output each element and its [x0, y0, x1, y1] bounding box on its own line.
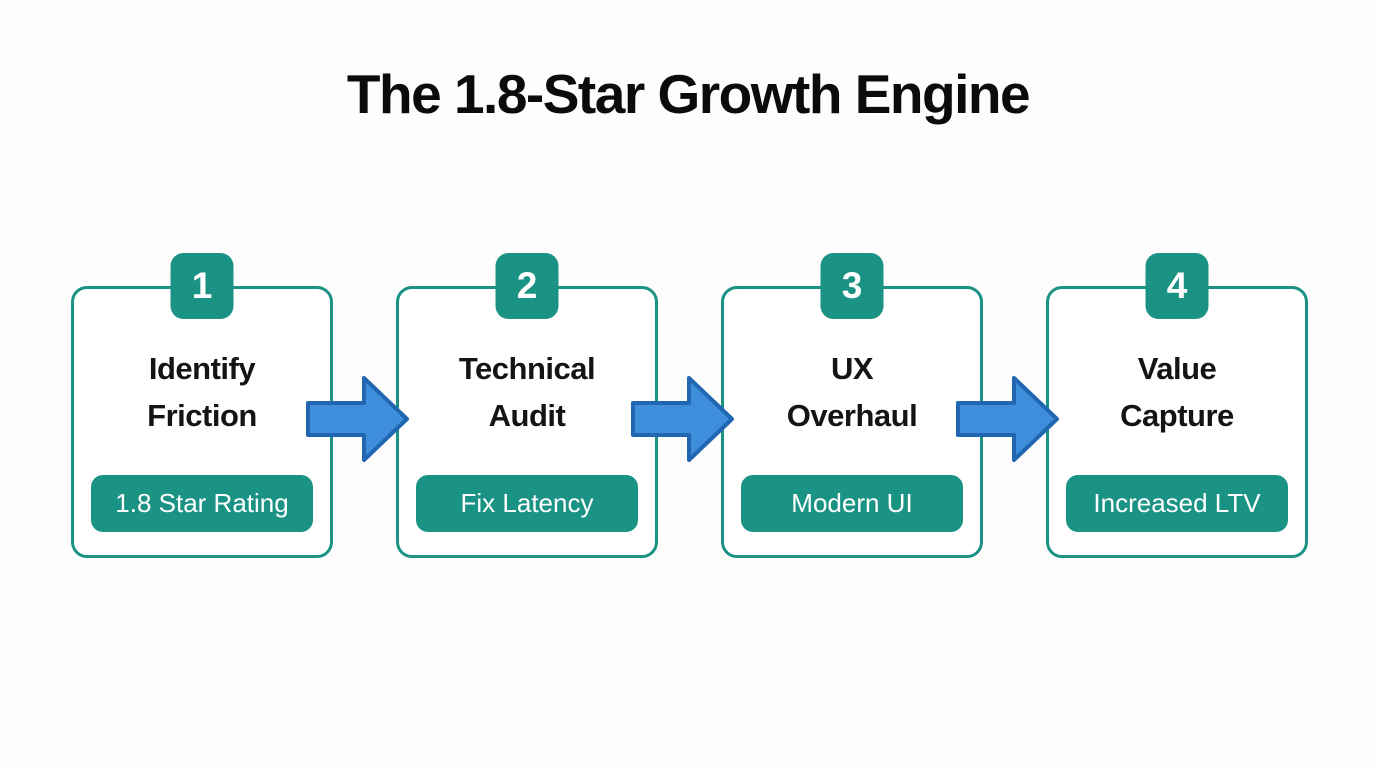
- step-number-badge: 3: [820, 253, 884, 319]
- step-number-badge: 1: [170, 253, 234, 319]
- step-title-line: UX: [830, 351, 874, 386]
- page-title: The 1.8-Star Growth Engine: [346, 63, 1031, 125]
- step-metric-badge: Fix Latency: [416, 475, 638, 532]
- step-title: Identify Friction: [74, 345, 330, 439]
- step-title-line: Overhaul: [786, 398, 918, 433]
- step-title: Value Capture: [1049, 345, 1305, 439]
- step-card-3: 3 UX Overhaul Modern UI: [721, 253, 983, 558]
- step-metric-badge: Modern UI: [741, 475, 963, 532]
- step-title-line: Capture: [1120, 398, 1234, 433]
- step-title-line: Value: [1137, 351, 1217, 386]
- step-title: UX Overhaul: [724, 345, 980, 439]
- step-card-1: 1 Identify Friction 1.8 Star Rating: [71, 253, 333, 558]
- step-title: Technical Audit: [399, 345, 655, 439]
- arrow-right-icon: [956, 376, 1059, 462]
- step-number-badge: 4: [1145, 253, 1209, 319]
- step-title-line: Friction: [147, 398, 257, 433]
- step-card-2: 2 Technical Audit Fix Latency: [396, 253, 658, 558]
- arrow-right-icon: [306, 376, 409, 462]
- step-metric-badge: 1.8 Star Rating: [91, 475, 313, 532]
- step-title-line: Audit: [488, 398, 566, 433]
- step-metric-badge: Increased LTV: [1066, 475, 1288, 532]
- step-title-line: Technical: [458, 351, 596, 386]
- step-number-badge: 2: [495, 253, 559, 319]
- step-title-line: Identify: [148, 351, 256, 386]
- step-card-4: 4 Value Capture Increased LTV: [1046, 253, 1308, 558]
- arrow-right-icon: [631, 376, 734, 462]
